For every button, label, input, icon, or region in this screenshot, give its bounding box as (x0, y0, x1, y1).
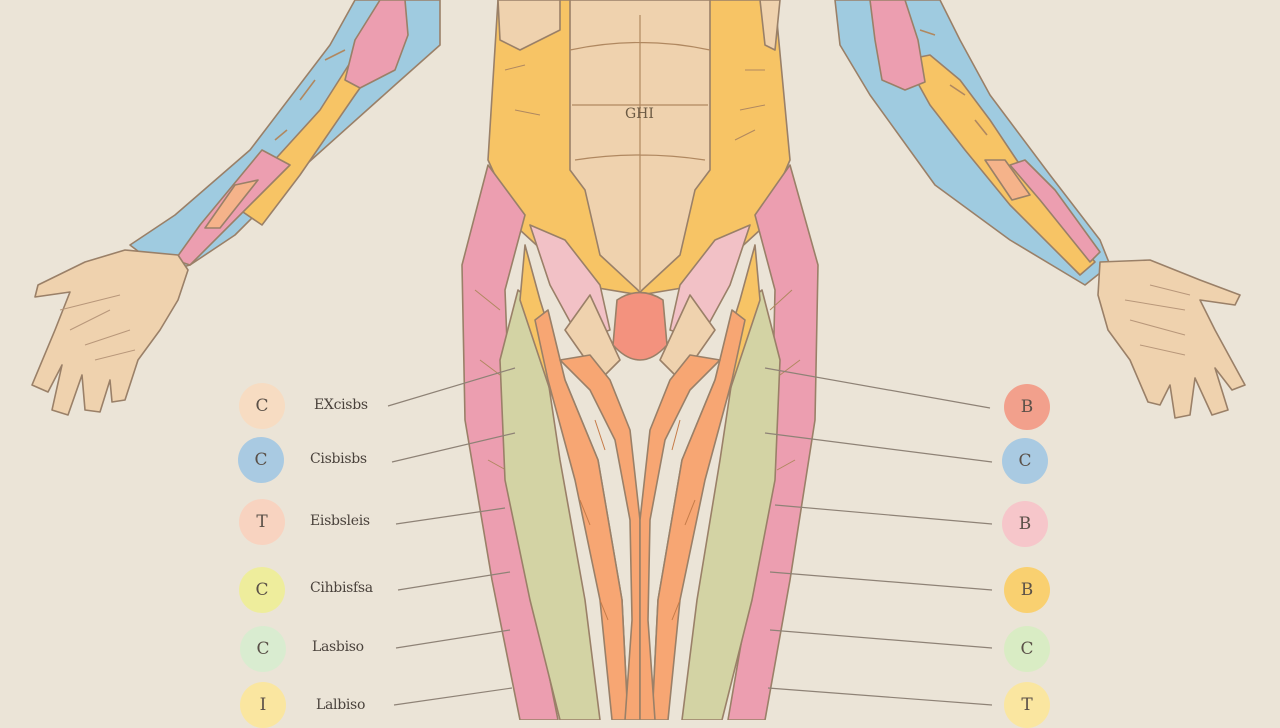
left-legend-badge-2: C (238, 437, 284, 483)
thigh-orange (534, 309, 746, 720)
left-legend-badge-5: C (240, 626, 286, 672)
left-legend-label-1: EXcisbs (314, 397, 368, 413)
left-hand (31, 249, 189, 416)
torso (487, 0, 791, 296)
left-legend-label-6: Lalbiso (316, 697, 366, 713)
left-legend-badge-6: I (240, 682, 286, 728)
right-legend-badge-6: T (1004, 682, 1050, 728)
left-legend-badge-4: C (239, 567, 285, 613)
left-legend-label-2: Cisbisbs (310, 451, 367, 467)
left-legend-badge-1: C (239, 383, 285, 429)
pelvis (529, 224, 751, 381)
right-hand (1097, 259, 1246, 419)
left-legend-label-4: Cihbisfsa (310, 580, 373, 596)
right-legend-badge-2: C (1002, 438, 1048, 484)
right-legend-badge-5: C (1004, 626, 1050, 672)
right-legend-badge-4: B (1004, 567, 1050, 613)
left-legend-label-3: Eisbsleis (310, 513, 370, 529)
torso-label: GHI (625, 106, 654, 122)
right-legend-badge-1: B (1004, 384, 1050, 430)
right-legend-badge-3: B (1002, 501, 1048, 547)
left-legend-label-5: Lasbiso (312, 639, 364, 655)
left-legend-badge-3: T (239, 499, 285, 545)
right-arm (834, 0, 1111, 286)
left-arm (129, 0, 441, 273)
leader-lines (387, 367, 993, 706)
